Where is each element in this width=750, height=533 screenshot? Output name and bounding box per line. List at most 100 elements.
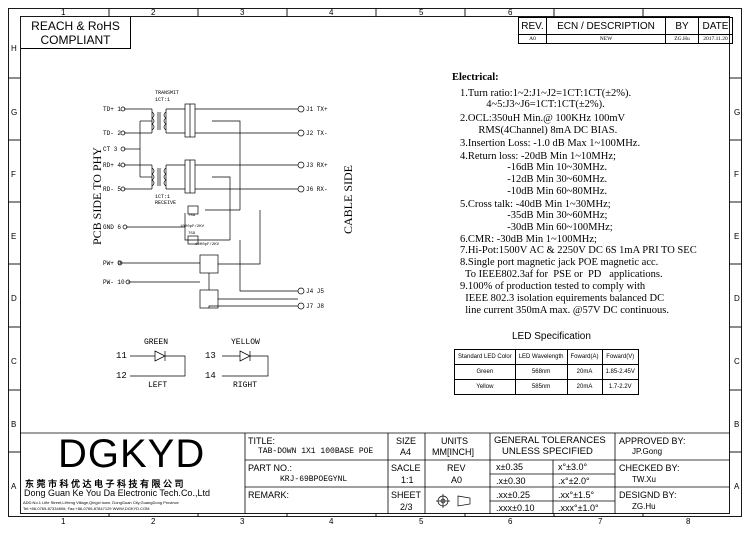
pin-rd-plus: RD+ 4	[103, 162, 122, 169]
designed-value: ZG.Hu	[632, 502, 656, 511]
company-name-cn: 东 莞 市 科 优 达 电 子 科 技 有 限 公 司	[25, 479, 184, 489]
title-label: TITLE:	[248, 436, 276, 446]
tolerance-linear: .x±0.30	[496, 476, 526, 486]
checked-label: CHECKED BY:	[619, 463, 680, 473]
rev-value: A0	[451, 475, 463, 485]
size-label: SIZE	[396, 436, 417, 446]
grid-row: B	[734, 420, 740, 429]
grid-row: H	[11, 44, 17, 53]
yellow-pin-a: 13	[205, 351, 216, 361]
company-logo: DGKYD	[58, 432, 206, 476]
part-label: PART NO.:	[248, 463, 293, 473]
led-spec-cell: 568nm	[514, 364, 568, 380]
led-symbols	[130, 350, 269, 377]
grid-col: 3	[240, 8, 245, 17]
title-block-grid	[20, 432, 730, 514]
led-spec-header: Foward(A)	[566, 349, 603, 365]
scale-label: SACLE	[391, 463, 421, 473]
pin-j3-rx-plus: J3 RX+	[306, 162, 328, 169]
led-spec-header: LED Wavelength	[514, 349, 568, 365]
green-led-name: LEFT	[148, 381, 168, 390]
grid-row: F	[11, 170, 16, 179]
led-spec-cell: 585nm	[514, 379, 568, 395]
schematic	[117, 103, 305, 310]
units-label: UNITS	[441, 436, 468, 446]
cable-side-label: CABLE SIDE	[341, 165, 355, 234]
ecn-value: NEW	[546, 34, 666, 44]
electrical-line: -12dB Min 30~60MHz.	[460, 174, 608, 185]
by-value: ZG.Hu	[665, 34, 699, 44]
electrical-line: -10dB Min 60~80MHz.	[460, 186, 608, 197]
grid-row: C	[734, 357, 740, 366]
compliance-line2: COMPLIANT	[40, 33, 111, 47]
pin-j6-rx-minus: J6 RX-	[306, 186, 328, 193]
grid-col: 4	[329, 8, 334, 17]
electrical-line: 8.Single port magnetic jack POE magnetic…	[460, 257, 659, 268]
led-spec-table: Standard LED Color LED Wavelength Foward…	[454, 349, 639, 395]
yellow-led-title: YELLOW	[231, 338, 260, 347]
tolerance-angular: x°±3.0°	[558, 462, 588, 472]
approved-value: JP.Gong	[632, 447, 663, 456]
electrical-line: -35dB Min 30~60MHz;	[460, 210, 608, 221]
electrical-line: 4~5:J3~J6=1CT:1CT(±2%).	[460, 99, 605, 110]
tolerance-linear: .xx±0.25	[496, 490, 530, 500]
grid-row: F	[734, 170, 739, 179]
by-header: BY	[665, 17, 699, 35]
led-spec-cell: 20mA	[566, 379, 603, 395]
title-value: TAB-DOWN 1X1 100BASE POE	[258, 447, 374, 456]
scale-value: 1:1	[401, 475, 414, 485]
units-value: MM[INCH]	[432, 447, 474, 457]
green-led-title: GREEN	[144, 338, 169, 347]
ecn-header: ECN / DESCRIPTION	[546, 17, 666, 35]
receive-label: RECEIVE	[155, 200, 177, 206]
date-header: DATE	[698, 17, 733, 35]
pin-j4-j5: J4 J5	[306, 288, 325, 295]
pin-gnd: GND 6	[103, 224, 122, 231]
electrical-line: 7.Hi-Pot:1500V AC & 2250V DC 6S 1mA PRI …	[460, 245, 697, 256]
led-spec-cell: 1.85-2.45V	[601, 364, 639, 380]
grid-row: G	[11, 108, 18, 117]
company-contact: Tel:+86-0769-87334606; Fax:+86-0769-8784…	[23, 506, 150, 511]
checked-value: TW.Xu	[632, 475, 657, 484]
cap-2: 1000pF/2KV	[195, 243, 220, 247]
sheet-value: 2/3	[400, 502, 413, 512]
grid-row: A	[11, 482, 17, 491]
tolerance-title-1: GENERAL TOLERANCES	[494, 435, 606, 446]
grid-row: G	[734, 108, 741, 117]
grid-col: 7	[598, 517, 603, 526]
tolerance-title-2: UNLESS SPECIFIED	[502, 446, 593, 457]
date-value: 2017.11.20	[698, 34, 733, 44]
electrical-line: 9.100% of production tested to comply wi…	[460, 281, 646, 292]
yellow-pin-b: 14	[205, 371, 216, 381]
electrical-line: 2.OCL:350uH Min.@ 100KHz 100mV	[460, 113, 626, 124]
size-value: A4	[400, 447, 412, 457]
resistor-2: 75Ω	[188, 232, 196, 236]
grid-row: B	[11, 420, 17, 429]
compliance-line1: REACH & RoHS	[31, 19, 120, 33]
approved-label: APPROVED BY:	[619, 436, 686, 446]
electrical-line: 4.Return loss: -20dB Min 1~10MHz;	[460, 151, 616, 162]
grid-col: 5	[419, 8, 424, 17]
pin-td-plus: TD+ 1	[103, 106, 122, 113]
led-spec-header: Foward(V)	[601, 349, 639, 365]
pin-j2-tx-minus: J2 TX-	[306, 130, 328, 137]
tolerance-angular: .xx°±1.5°	[558, 490, 595, 500]
rev-value: A0	[518, 34, 547, 44]
remark-label: REMARK:	[248, 490, 290, 500]
tolerance-linear: .xxx±0.10	[496, 503, 535, 513]
electrical-title: Electrical:	[452, 72, 499, 83]
electrical-line: 1.Turn ratio:1~2:J1~J2=1CT:1CT(±2%).	[460, 88, 632, 99]
grid-row: A	[734, 482, 740, 491]
sheet-label: SHEET	[391, 490, 422, 500]
resistor-1: 75Ω	[188, 214, 196, 218]
electrical-line: 3.Insertion Loss: -1.0 dB Max 1~100MHz.	[460, 138, 641, 149]
company-address: ADD:No.1 Lifie Street,LiHeng Village,Qin…	[23, 500, 179, 505]
transmit-ratio: 1CT:1	[155, 97, 171, 103]
electrical-line: To IEEE802.3af for PSE or PD application…	[460, 269, 663, 280]
part-value: KRJ-69BPOEGYNL	[280, 475, 348, 484]
pin-ct: CT 3	[103, 146, 118, 153]
grid-col: 8	[686, 517, 691, 526]
electrical-line: IEEE 802.3 isolation equirements balance…	[460, 293, 665, 304]
pin-j1-tx-plus: J1 TX+	[306, 106, 328, 113]
